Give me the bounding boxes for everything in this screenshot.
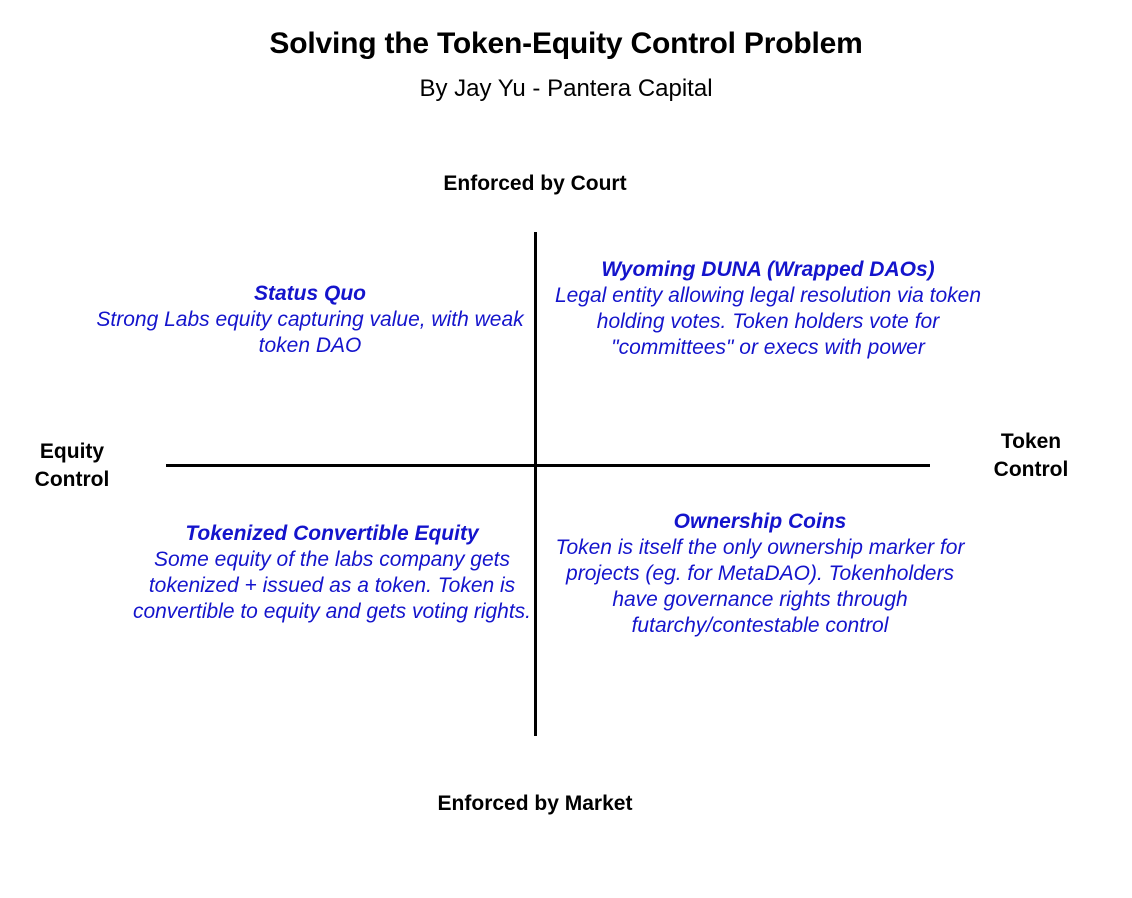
header: Solving the Token-Equity Control Problem… bbox=[0, 26, 1132, 104]
vertical-axis-line bbox=[534, 232, 537, 736]
page-subtitle: By Jay Yu - Pantera Capital bbox=[419, 75, 713, 102]
quadrant-bottom-left-heading: Tokenized Convertible Equity bbox=[185, 522, 479, 545]
quadrant-bottom-right-heading: Ownership Coins bbox=[673, 510, 847, 533]
page-title: Solving the Token-Equity Control Problem bbox=[269, 27, 863, 60]
quadrant-bottom-right: Ownership Coins Token is itself the only… bbox=[548, 509, 972, 639]
quadrant-top-left-heading: Status Quo bbox=[253, 282, 366, 305]
quadrant-bottom-right-body: Token is itself the only ownership marke… bbox=[555, 536, 965, 638]
axis-label-right: Token Control bbox=[993, 430, 1069, 482]
quadrant-top-right-body: Legal entity allowing legal resolution v… bbox=[554, 284, 982, 360]
quadrant-top-left: Status Quo Strong Labs equity capturing … bbox=[92, 281, 528, 359]
quadrant-top-left-body: Strong Labs equity capturing value, with… bbox=[96, 308, 524, 358]
quadrant-top-right-heading: Wyoming DUNA (Wrapped DAOs) bbox=[601, 258, 935, 281]
horizontal-axis-line bbox=[166, 464, 930, 467]
axis-label-left: Equity Control bbox=[34, 440, 110, 492]
axis-label-bottom: Enforced by Market bbox=[437, 792, 633, 815]
quadrant-top-right: Wyoming DUNA (Wrapped DAOs) Legal entity… bbox=[545, 257, 991, 361]
quadrant-bottom-left: Tokenized Convertible Equity Some equity… bbox=[128, 521, 536, 625]
quadrant-bottom-left-body: Some equity of the labs company gets tok… bbox=[132, 548, 532, 624]
axis-label-top: Enforced by Court bbox=[443, 172, 627, 195]
